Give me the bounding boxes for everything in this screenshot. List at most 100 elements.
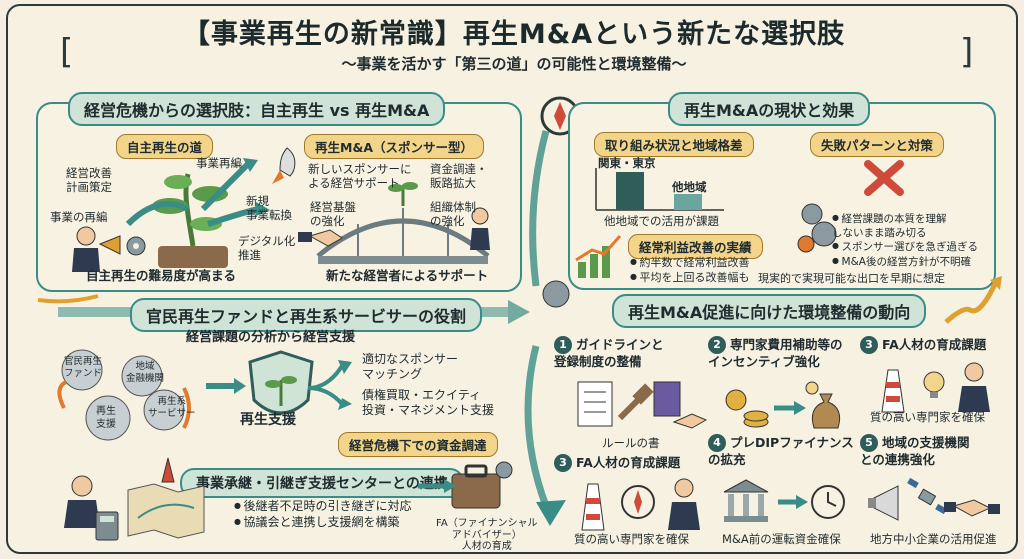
self-item-restructure: 事業再編: [196, 156, 242, 170]
env-num-4: 4: [708, 434, 726, 452]
cycle-diagram: [57, 349, 191, 441]
clock-icon: [811, 485, 845, 519]
failure-caption: 現実的で実現可能な出口を早期に想定: [758, 272, 945, 285]
page-subtitle: 〜事業を活かす「第三の道」の可能性と環境整備〜: [341, 55, 687, 73]
regional-illustration: [868, 477, 1000, 521]
branch-arrows: [307, 360, 352, 410]
fund-heading: 官民再生ファンドと再生系サービサーの役割: [130, 298, 483, 332]
env-num-3a: 3: [554, 454, 572, 472]
fa-illustration-right: [881, 362, 990, 413]
env-num-2: 2: [708, 336, 726, 354]
bar-other: [674, 194, 702, 210]
output-matching: 適切なスポンサー マッチング: [362, 352, 459, 381]
gear-icon: [126, 236, 146, 256]
env-num-1: 1: [554, 336, 572, 354]
env-heading: 再生M&A促進に向けた環境整備の動向: [612, 294, 927, 328]
lighthouse-icon: [161, 457, 175, 483]
arrow-icon: [206, 378, 246, 394]
rocket-icon: [272, 147, 296, 184]
page-title: 【事業再生の新常識】再生M&Aという新たな選択肢: [182, 19, 846, 50]
shield-icon: [248, 350, 314, 415]
arrow-icon: [125, 201, 190, 227]
coins-icon: [725, 389, 769, 428]
map-icon: [127, 483, 205, 539]
center-support: 再生支援: [240, 412, 296, 428]
failure-chip: 失敗パターンと対策: [810, 132, 944, 157]
bank-icon: [723, 479, 769, 522]
status-caption: 他地域での活用が課題: [604, 214, 719, 228]
self-rebuild-chip: 自主再生の道: [116, 134, 214, 159]
gear-icon: [61, 349, 185, 441]
lighthouse-icon: [581, 483, 605, 531]
compass-icon: [621, 485, 655, 519]
money-bag-icon: [811, 393, 841, 429]
status-heading: 再生M&Aの現状と効果: [668, 92, 871, 126]
succession-bullets: 後継者不足時の引き継ぎに対応 協議会と連携し支援網を構築: [234, 498, 412, 530]
handshake-icon: [298, 229, 343, 247]
funding-chip: 経営危機下での資金調達: [338, 432, 498, 457]
failure-bullet-2: スポンサー選びを急ぎ過ぎる: [832, 240, 979, 254]
fa-illustration: [581, 478, 700, 531]
cycle-arrow-icon: [57, 380, 68, 409]
env-item-3a: 3 FA人材の育成課題: [554, 454, 680, 472]
businessman-icon: [72, 226, 121, 272]
succession-illustration: [64, 457, 205, 541]
profit-bullet-1: 約半数で経常利益改善: [630, 256, 750, 271]
cross-icon: [864, 160, 904, 196]
profit-bullet-2: 平均を上回る改善幅も: [630, 271, 750, 286]
upward-arrow-icon: [944, 276, 1002, 324]
env-label-3a: FA人材の育成課題: [576, 455, 681, 470]
self-caption: 自主再生の難易度が高まる: [86, 268, 237, 283]
ma-item-funding: 資金調達・ 販路拡大: [430, 162, 488, 191]
ma-item-base: 経営基盤 の強化: [310, 200, 356, 229]
self-item-reorg: 事業の再編: [50, 210, 108, 224]
failure-bullet-3: M&A後の経営方針が不明確: [832, 255, 978, 269]
guideline-illustration: [577, 381, 708, 429]
ma-item-org: 組織体制 の強化: [430, 200, 476, 229]
gear-icon: [542, 280, 570, 308]
env-label-1: ガイドラインと 登録制度の整備: [554, 337, 664, 369]
fa-training: FA（ファイナンシャル アドバイザー） 人材の育成: [436, 518, 538, 552]
bar-label-other: 他地域: [672, 180, 707, 194]
lightbulb-icon: [923, 371, 945, 398]
ma-item-sponsor: 新しいスポンサーに よる経営サポート: [308, 162, 412, 191]
self-item-new-business: 新規 事業転換: [246, 194, 292, 223]
env-caption-3b: 質の高い専門家を確保: [870, 410, 985, 424]
bar-kanto: [616, 172, 644, 210]
env-label-3b: FA人材の育成課題: [882, 337, 987, 352]
businessman-icon: [958, 362, 990, 412]
region-bar-chart: [595, 168, 724, 211]
env-caption-4: M&A前の運転資金確保: [722, 532, 841, 546]
failure-bullet-1: 経営課題の本質を理解 しないまま踏み切る: [832, 212, 978, 240]
lighthouse-icon: [881, 369, 905, 413]
cycle-fund: 官民再生 ファンド: [64, 356, 103, 379]
env-label-2: 専門家費用補助等の インセンティブ強化: [708, 337, 843, 369]
sprout-icon: [388, 182, 418, 206]
satellite-icon: [907, 477, 947, 515]
succession-bullet-2: 協議会と連携し支援網を構築: [234, 514, 412, 530]
env-label-4: プレDIPファイナンス の拡充: [708, 435, 854, 467]
cycle-servicer: 再生系 サービサー: [148, 396, 196, 419]
bridge-icon: [316, 208, 490, 264]
briefcase-icon: [451, 461, 513, 509]
env-label-5: 地域の支援機関 との連携強化: [860, 435, 970, 467]
fund-analysis: 経営課題の分析から経営支援: [186, 330, 356, 345]
self-item-digital: デジタル化 推進: [238, 234, 296, 263]
handshake-icon: [672, 413, 708, 429]
self-item-plan: 経営改善 計画策定: [66, 166, 112, 195]
gavel-icon: [617, 395, 643, 421]
checklist-icon: [577, 381, 613, 427]
dip-illustration: [723, 479, 845, 522]
right-bracket: ]: [960, 32, 974, 72]
gear-icon: [495, 461, 513, 479]
sponsor-ma-chip: 再生M&A（スポンサー型）: [304, 134, 485, 159]
calculator-icon: [95, 511, 119, 541]
arrow-icon: [418, 479, 456, 493]
succession-heading: 事業承継・引継ぎ支援センターとの連携: [180, 468, 464, 498]
growth-chart-icon: [575, 235, 622, 278]
